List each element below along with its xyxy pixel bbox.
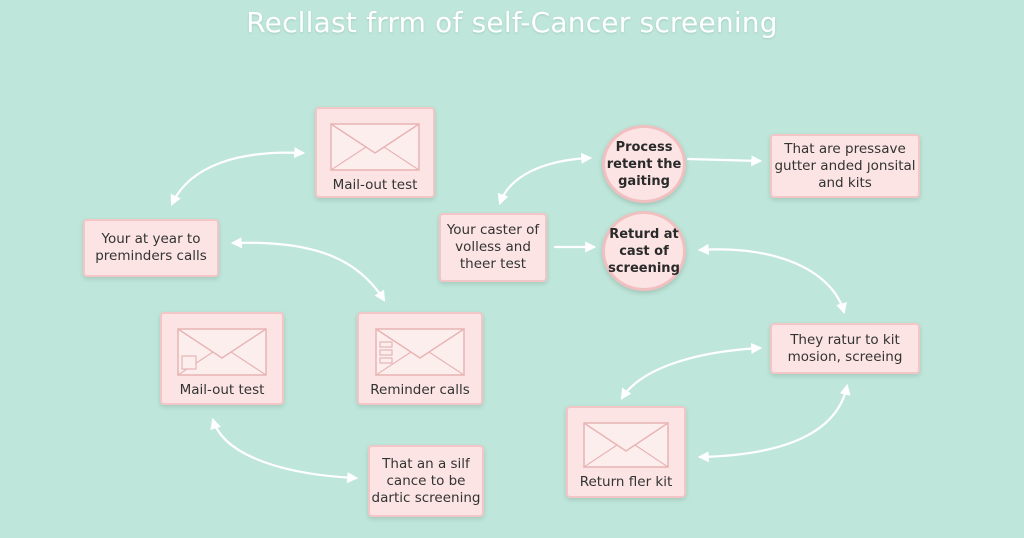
pressave-box: That are pressave gutter anded ȷonsital … — [770, 134, 920, 198]
process-line3: gaiting — [618, 173, 670, 189]
caster-test-line2: volless and — [455, 239, 531, 255]
returd-line3: screening — [608, 260, 680, 276]
envelope-list-icon — [375, 328, 465, 376]
mail-out-test-top-box: Mail-out test — [315, 107, 435, 198]
arrow-returnkit-ratur — [697, 383, 851, 463]
arrow-ratur-returnkit — [620, 343, 763, 400]
self-cancer-line2: cance to be — [386, 472, 466, 489]
mail-out-test-top-label: Mail-out test — [332, 177, 418, 193]
envelope-icon — [330, 123, 420, 171]
self-cancer-line3: dartic screening — [371, 489, 481, 506]
arrow-mailtop-year — [170, 147, 306, 206]
year-reminders-line2: preminders calls — [95, 248, 207, 264]
return-kit-box: Return fler kit — [566, 406, 686, 498]
caster-test-line3: theer test — [459, 256, 527, 272]
returd-circle: Returd at cast of screening — [602, 211, 686, 291]
process-line2: retent the — [606, 156, 682, 172]
mail-out-test-left-box: Mail-out test — [160, 312, 284, 405]
caster-test-line1: Your caster of — [446, 222, 540, 238]
self-cancer-line1: That an a silf — [382, 455, 470, 472]
arrow-year-reminder — [230, 237, 386, 302]
ratur-box: They ratur to kit mosion, screeing — [770, 323, 920, 374]
envelope-icon — [177, 328, 267, 376]
reminder-calls-box: Reminder calls — [357, 312, 483, 405]
process-circle: Process retent the gaiting — [602, 125, 686, 203]
year-reminders-line1: Your at year to — [101, 231, 201, 247]
reminder-calls-label: Reminder calls — [370, 382, 470, 398]
returd-line2: cast of — [619, 243, 669, 259]
arrow-process-pressave — [686, 155, 763, 167]
return-kit-label: Return fler kit — [579, 474, 673, 490]
pressave-line2: gutter anded ȷonsital — [774, 157, 916, 174]
process-line1: Process — [615, 139, 673, 155]
diagram-title: Recllast frrm of self-Cancer screening — [246, 6, 778, 39]
pressave-line1: That are pressave — [784, 140, 906, 157]
pressave-line3: and kits — [818, 174, 872, 191]
caster-test-box: Your caster of volless and theer test — [439, 213, 547, 282]
year-reminders-box: Your at year to preminders calls — [83, 219, 219, 277]
ratur-line1: They ratur to kit — [790, 331, 900, 348]
envelope-icon — [583, 422, 669, 468]
returd-line1: Returd at — [609, 226, 679, 242]
arrow-caster-process — [497, 152, 593, 206]
arrow-returd-ratur — [697, 243, 847, 315]
ratur-line2: mosion, screeing — [787, 348, 903, 365]
mail-out-test-left-label: Mail-out test — [179, 382, 265, 398]
self-cancer-box: That an a silf cance to be dartic screen… — [368, 445, 484, 517]
arrow-mailleft-self — [210, 417, 359, 484]
